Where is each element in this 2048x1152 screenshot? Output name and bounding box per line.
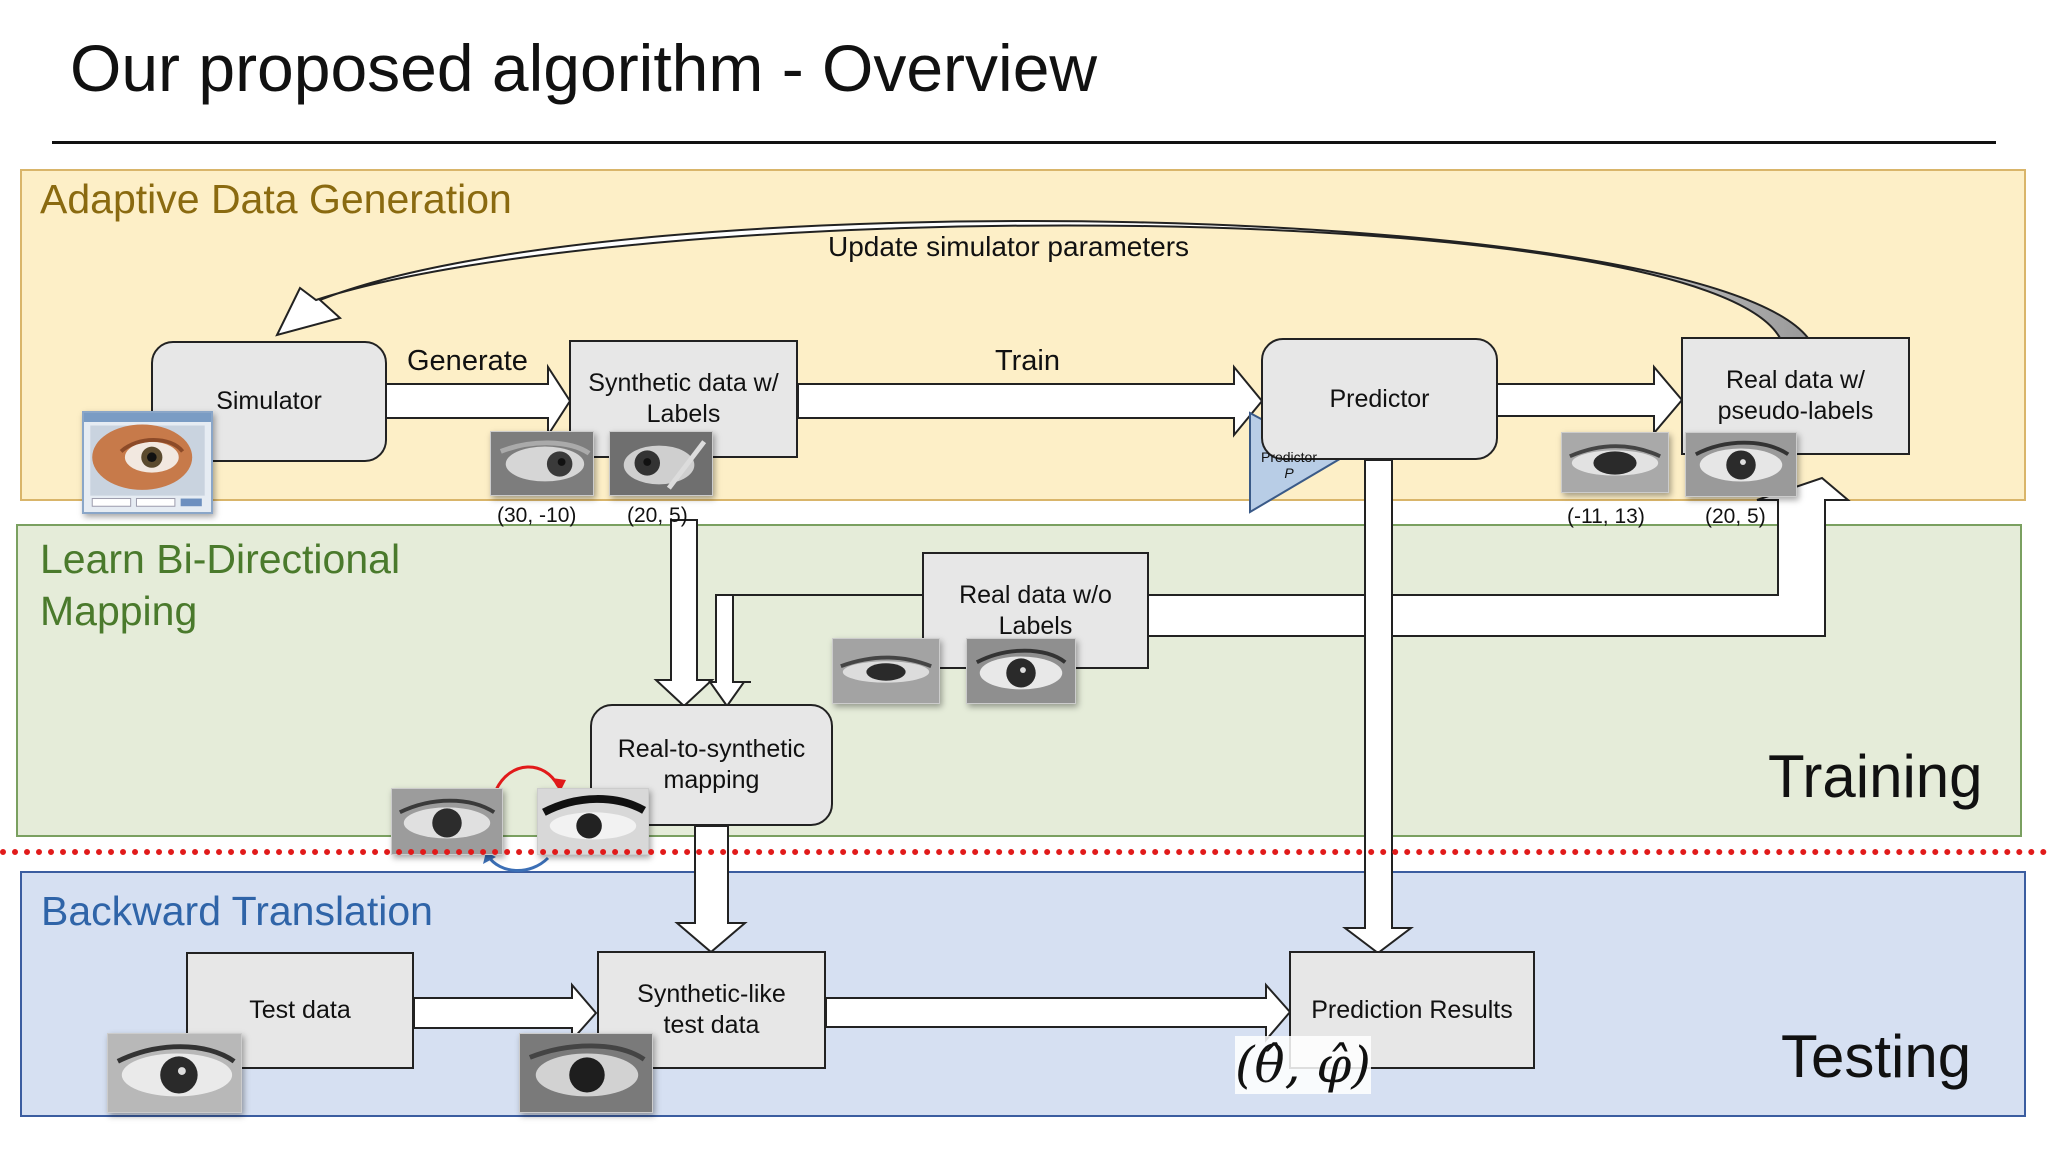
predictor-triangle-label-line2: P [1284,465,1294,481]
synthetic-eye-image-2 [609,431,713,496]
mapping-label-line1: Real-to-synthetic [617,735,806,763]
synthetic-label-line1: Synthetic data w/ [588,369,779,397]
predictor-triangle-label: Predictor P [1256,449,1322,481]
simulator-label: Simulator [216,387,322,415]
predictor-triangle-label-line1: Predictor [1260,449,1318,465]
predictor-node: Predictor [1261,338,1498,460]
title-rule [52,141,1996,144]
simulator-screenshot-thumbnail [82,411,213,514]
mapping-real-eye-image [391,788,503,855]
predictor-label: Predictor [1329,384,1430,413]
training-label: Training [1768,743,1983,810]
real-coord-2: (20, 5) [1705,505,1766,528]
test-data-label: Test data [249,996,351,1024]
synthetic-like-eye-image [519,1033,653,1113]
train-label: Train [995,345,1060,377]
real-unlabeled-node: Real data w/o Labels [922,552,1149,669]
update-simulator-label: Update simulator parameters [828,231,1190,262]
testdata-to-synlike-arrow [413,982,598,1043]
adaptive-section-title: Adaptive Data Generation [40,176,512,222]
real-unlabeled-to-pseudo-arrow [1147,476,1851,637]
learn-section-title-line1: Learn Bi-Directional [40,536,401,582]
real-unlabeled-to-mapping-arrow [708,594,922,708]
test-data-eye-image [107,1033,242,1113]
real-pseudo-label-line1: Real data w/ [1726,366,1865,394]
real-coord-1: (-11, 13) [1567,505,1645,528]
backward-mapping-curve [486,855,550,872]
synlike-to-results-arrow [825,982,1292,1043]
real-unlabeled-label-line2: Labels [998,611,1073,640]
predictor-to-real-arrow [1496,364,1684,436]
testing-label: Testing [1781,1023,1972,1090]
generate-arrow [385,363,572,439]
mapping-synthetic-eye-image [537,788,649,855]
synthetic-coord-2: (20, 5) [627,504,688,527]
slide-title: Our proposed algorithm - Overview [70,31,1098,105]
train-arrow [797,364,1264,438]
generate-label: Generate [407,345,528,377]
unlabeled-real-eye-image-1 [832,638,940,704]
simulated-eye-image [90,424,205,507]
synlike-label-line1: Synthetic-like [637,980,786,1008]
mapping-label-line2: mapping [663,766,760,794]
training-testing-divider [0,849,2048,855]
mapping-to-synlike-arrow [674,825,748,954]
real-pseudo-label-line2: pseudo-labels [1717,397,1874,425]
update-curve-arrow [275,220,1811,339]
real-unlabeled-label-line1: Real data w/o [959,580,1112,609]
prediction-results-label: Prediction Results [1311,995,1513,1024]
learn-section-title: Learn Bi-Directional Mapping [40,533,400,637]
predicted-angles-math: (θ̂, φ̂) [1235,1036,1371,1094]
synthetic-label-line2: Labels [646,400,721,428]
synthetic-to-mapping-arrow [653,519,715,708]
unlabeled-real-eye-image-2 [966,638,1076,704]
synthetic-coord-1: (30, -10) [497,504,577,527]
synlike-label-line2: test data [663,1011,760,1039]
synthetic-eye-image-1 [490,431,594,496]
thumbnail-titlebar [84,413,211,422]
predictor-to-results-arrow [1342,459,1414,955]
forward-mapping-curve [494,765,560,791]
learn-section-title-line2: Mapping [40,588,198,634]
backward-section-title: Backward Translation [41,888,433,934]
real-eye-image-2 [1685,432,1797,497]
real-eye-image-1 [1561,432,1669,493]
